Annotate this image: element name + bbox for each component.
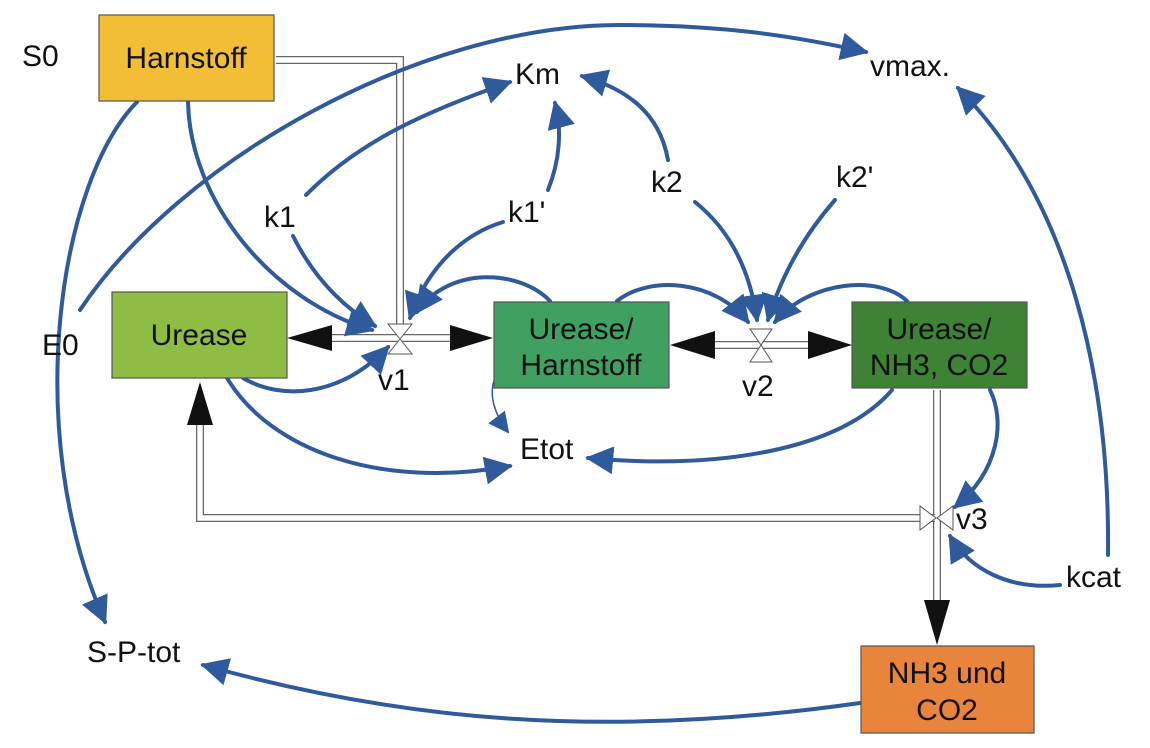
link-complex2-to-etot	[585, 388, 894, 475]
variable-e0[interactable]: E0	[42, 329, 79, 362]
variable-k2[interactable]: k2	[651, 166, 683, 199]
link-k1p-to-km	[546, 100, 575, 192]
stock-harnstoff-label: Harnstoff	[125, 42, 247, 75]
link-k2-to-km	[579, 69, 670, 162]
arrowhead-up-urease	[187, 382, 213, 425]
link-k2p-to-v2	[761, 198, 837, 323]
variable-km[interactable]: Km	[515, 58, 560, 91]
information-links	[55, 22, 1111, 724]
link-products-to-sptot	[200, 658, 862, 724]
arrowhead-to-products	[924, 600, 950, 645]
variable-k1[interactable]: k1	[264, 201, 296, 234]
stock-urease-nh3-co2[interactable]: Urease/ NH3, CO2	[851, 301, 1028, 389]
valve-v3[interactable]	[919, 505, 954, 531]
arrowhead-to-urease	[287, 325, 332, 351]
variable-etot[interactable]: Etot	[520, 433, 574, 466]
flow-label-v2[interactable]: v2	[742, 370, 774, 403]
stock-nh3-co2-line2: CO2	[916, 694, 978, 727]
flow-label-v3[interactable]: v3	[956, 503, 988, 536]
arrowhead-v2-left	[670, 331, 715, 359]
link-complex1-to-v1	[415, 275, 552, 315]
flow-label-v1[interactable]: v1	[378, 364, 410, 397]
stock-urease-harnstoff[interactable]: Urease/ Harnstoff	[493, 301, 670, 389]
link-complex1-to-v2	[615, 283, 750, 325]
link-complex2-to-v2	[773, 283, 909, 325]
link-k1-to-km	[304, 77, 513, 197]
stock-urease-label: Urease	[151, 319, 248, 352]
stock-urease-nh3-co2-line1: Urease/	[886, 313, 992, 346]
variable-vmax[interactable]: vmax.	[870, 50, 950, 83]
stock-urease-harnstoff-line1: Urease/	[528, 313, 634, 346]
link-k2-to-v2	[693, 200, 768, 323]
link-complex2-to-v3	[952, 388, 1000, 509]
pipe-v3-return-inner	[197, 420, 935, 521]
link-e0-to-vmax	[78, 22, 869, 312]
variable-kcat[interactable]: kcat	[1066, 561, 1122, 594]
link-urease-to-etot	[225, 376, 513, 485]
stock-urease-nh3-co2-line2: NH3, CO2	[870, 349, 1008, 382]
link-kcat-to-vmax	[956, 86, 1111, 557]
variable-k2-prime[interactable]: k2'	[836, 161, 873, 194]
variable-s0[interactable]: S0	[22, 40, 59, 73]
flow-pipes	[196, 56, 941, 600]
variable-s-p-tot[interactable]: S-P-tot	[87, 636, 181, 669]
link-harnstoff-to-v1	[186, 100, 375, 337]
pipe-harnstoff-to-v1-inner	[276, 57, 403, 330]
link-k1-to-v1	[291, 234, 378, 328]
link-urease-to-v1	[241, 344, 390, 394]
valve-v2[interactable]	[749, 328, 773, 363]
link-harnstoff-to-sptot	[55, 100, 139, 625]
arrowhead-to-complex1	[450, 325, 493, 351]
stock-nh3-co2-line1: NH3 und	[888, 657, 1006, 690]
variable-k1-prime[interactable]: k1'	[508, 196, 545, 229]
stock-nh3-co2[interactable]: NH3 und CO2	[860, 645, 1035, 734]
valve-v1[interactable]	[386, 323, 414, 355]
arrowhead-v2-right	[808, 331, 852, 359]
stock-urease-harnstoff-line2: Harnstoff	[520, 349, 642, 382]
link-kcat-to-v3	[948, 533, 1062, 588]
flow-arrowheads	[187, 325, 950, 645]
stock-urease[interactable]: Urease	[111, 291, 288, 379]
stock-harnstoff[interactable]: Harnstoff	[98, 14, 275, 102]
